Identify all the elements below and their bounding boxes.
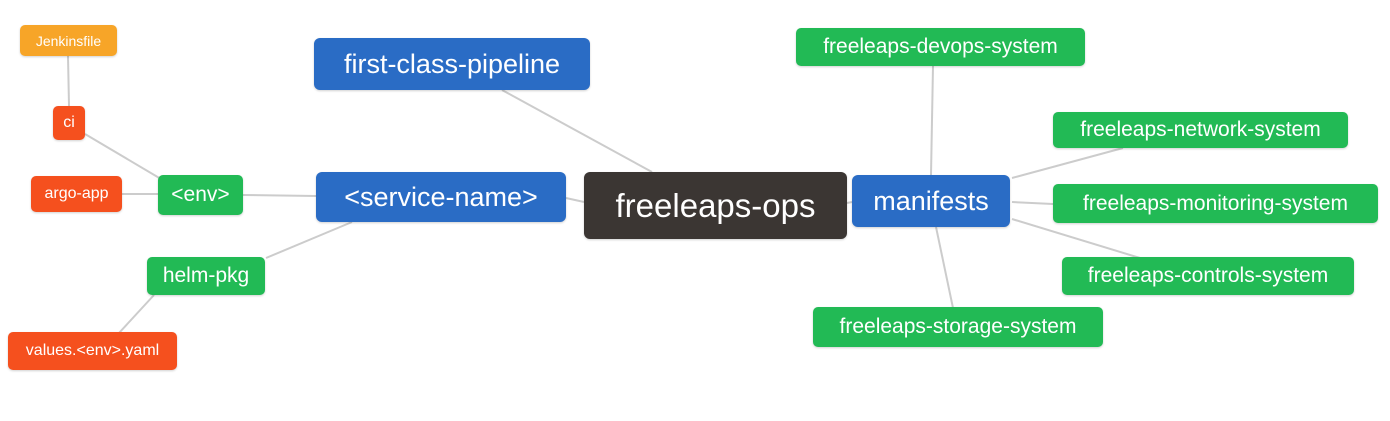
edge-values-helmpkg bbox=[118, 294, 155, 334]
node-freeleaps-monitoring-system[interactable]: freeleaps-monitoring-system bbox=[1053, 184, 1378, 223]
edge-manifests-storage bbox=[935, 226, 954, 309]
edge-manifests-controls bbox=[1011, 218, 1141, 259]
node-label: <service-name> bbox=[344, 181, 538, 212]
node-manifests[interactable]: manifests bbox=[852, 175, 1010, 227]
edge-pipeline-ops bbox=[501, 89, 653, 173]
edge-ci-env bbox=[84, 133, 162, 180]
node-jenkinsfile[interactable]: Jenkinsfile bbox=[20, 25, 117, 56]
node-label: freeleaps-controls-system bbox=[1087, 264, 1329, 287]
edge-manifests-network bbox=[1011, 147, 1124, 179]
node-label: manifests bbox=[873, 185, 989, 216]
node-label: first-class-pipeline bbox=[343, 48, 561, 79]
node-label: freeleaps-network-system bbox=[1080, 118, 1321, 141]
node-label: freeleaps-devops-system bbox=[823, 35, 1058, 58]
edge-helmpkg-servicename bbox=[265, 221, 353, 259]
node-helm-pkg[interactable]: helm-pkg bbox=[147, 257, 265, 295]
node-label: freeleaps-ops bbox=[615, 186, 816, 224]
edge-manifests-devops bbox=[930, 65, 934, 176]
node-label: values.<env>.yaml bbox=[25, 342, 160, 359]
node-label: helm-pkg bbox=[162, 264, 250, 287]
node-ci[interactable]: ci bbox=[53, 106, 85, 140]
edge-env-servicename bbox=[242, 194, 317, 197]
edge-ops-manifests bbox=[846, 201, 853, 204]
node-label: freeleaps-monitoring-system bbox=[1083, 191, 1348, 215]
node-first-class-pipeline[interactable]: first-class-pipeline bbox=[314, 38, 590, 90]
node-values-env-yaml[interactable]: values.<env>.yaml bbox=[8, 332, 177, 370]
node-freeleaps-network-system[interactable]: freeleaps-network-system bbox=[1053, 112, 1348, 148]
node-label: ci bbox=[63, 114, 75, 131]
node-freeleaps-controls-system[interactable]: freeleaps-controls-system bbox=[1062, 257, 1354, 295]
node-label: freeleaps-storage-system bbox=[839, 315, 1077, 338]
node-freeleaps-ops[interactable]: freeleaps-ops bbox=[584, 172, 847, 239]
node-freeleaps-storage-system[interactable]: freeleaps-storage-system bbox=[813, 307, 1103, 347]
edge-jenkinsfile-ci bbox=[67, 55, 70, 107]
node-service-name[interactable]: <service-name> bbox=[316, 172, 566, 222]
node-env[interactable]: <env> bbox=[158, 175, 243, 215]
node-label: Jenkinsfile bbox=[35, 32, 102, 49]
node-label: argo-app bbox=[44, 185, 109, 202]
edge-manifests-monitoring bbox=[1011, 201, 1054, 205]
node-freeleaps-devops-system[interactable]: freeleaps-devops-system bbox=[796, 28, 1085, 66]
node-label: <env> bbox=[171, 183, 230, 206]
edge-servicename-ops bbox=[565, 197, 585, 203]
node-argo-app[interactable]: argo-app bbox=[31, 176, 122, 212]
